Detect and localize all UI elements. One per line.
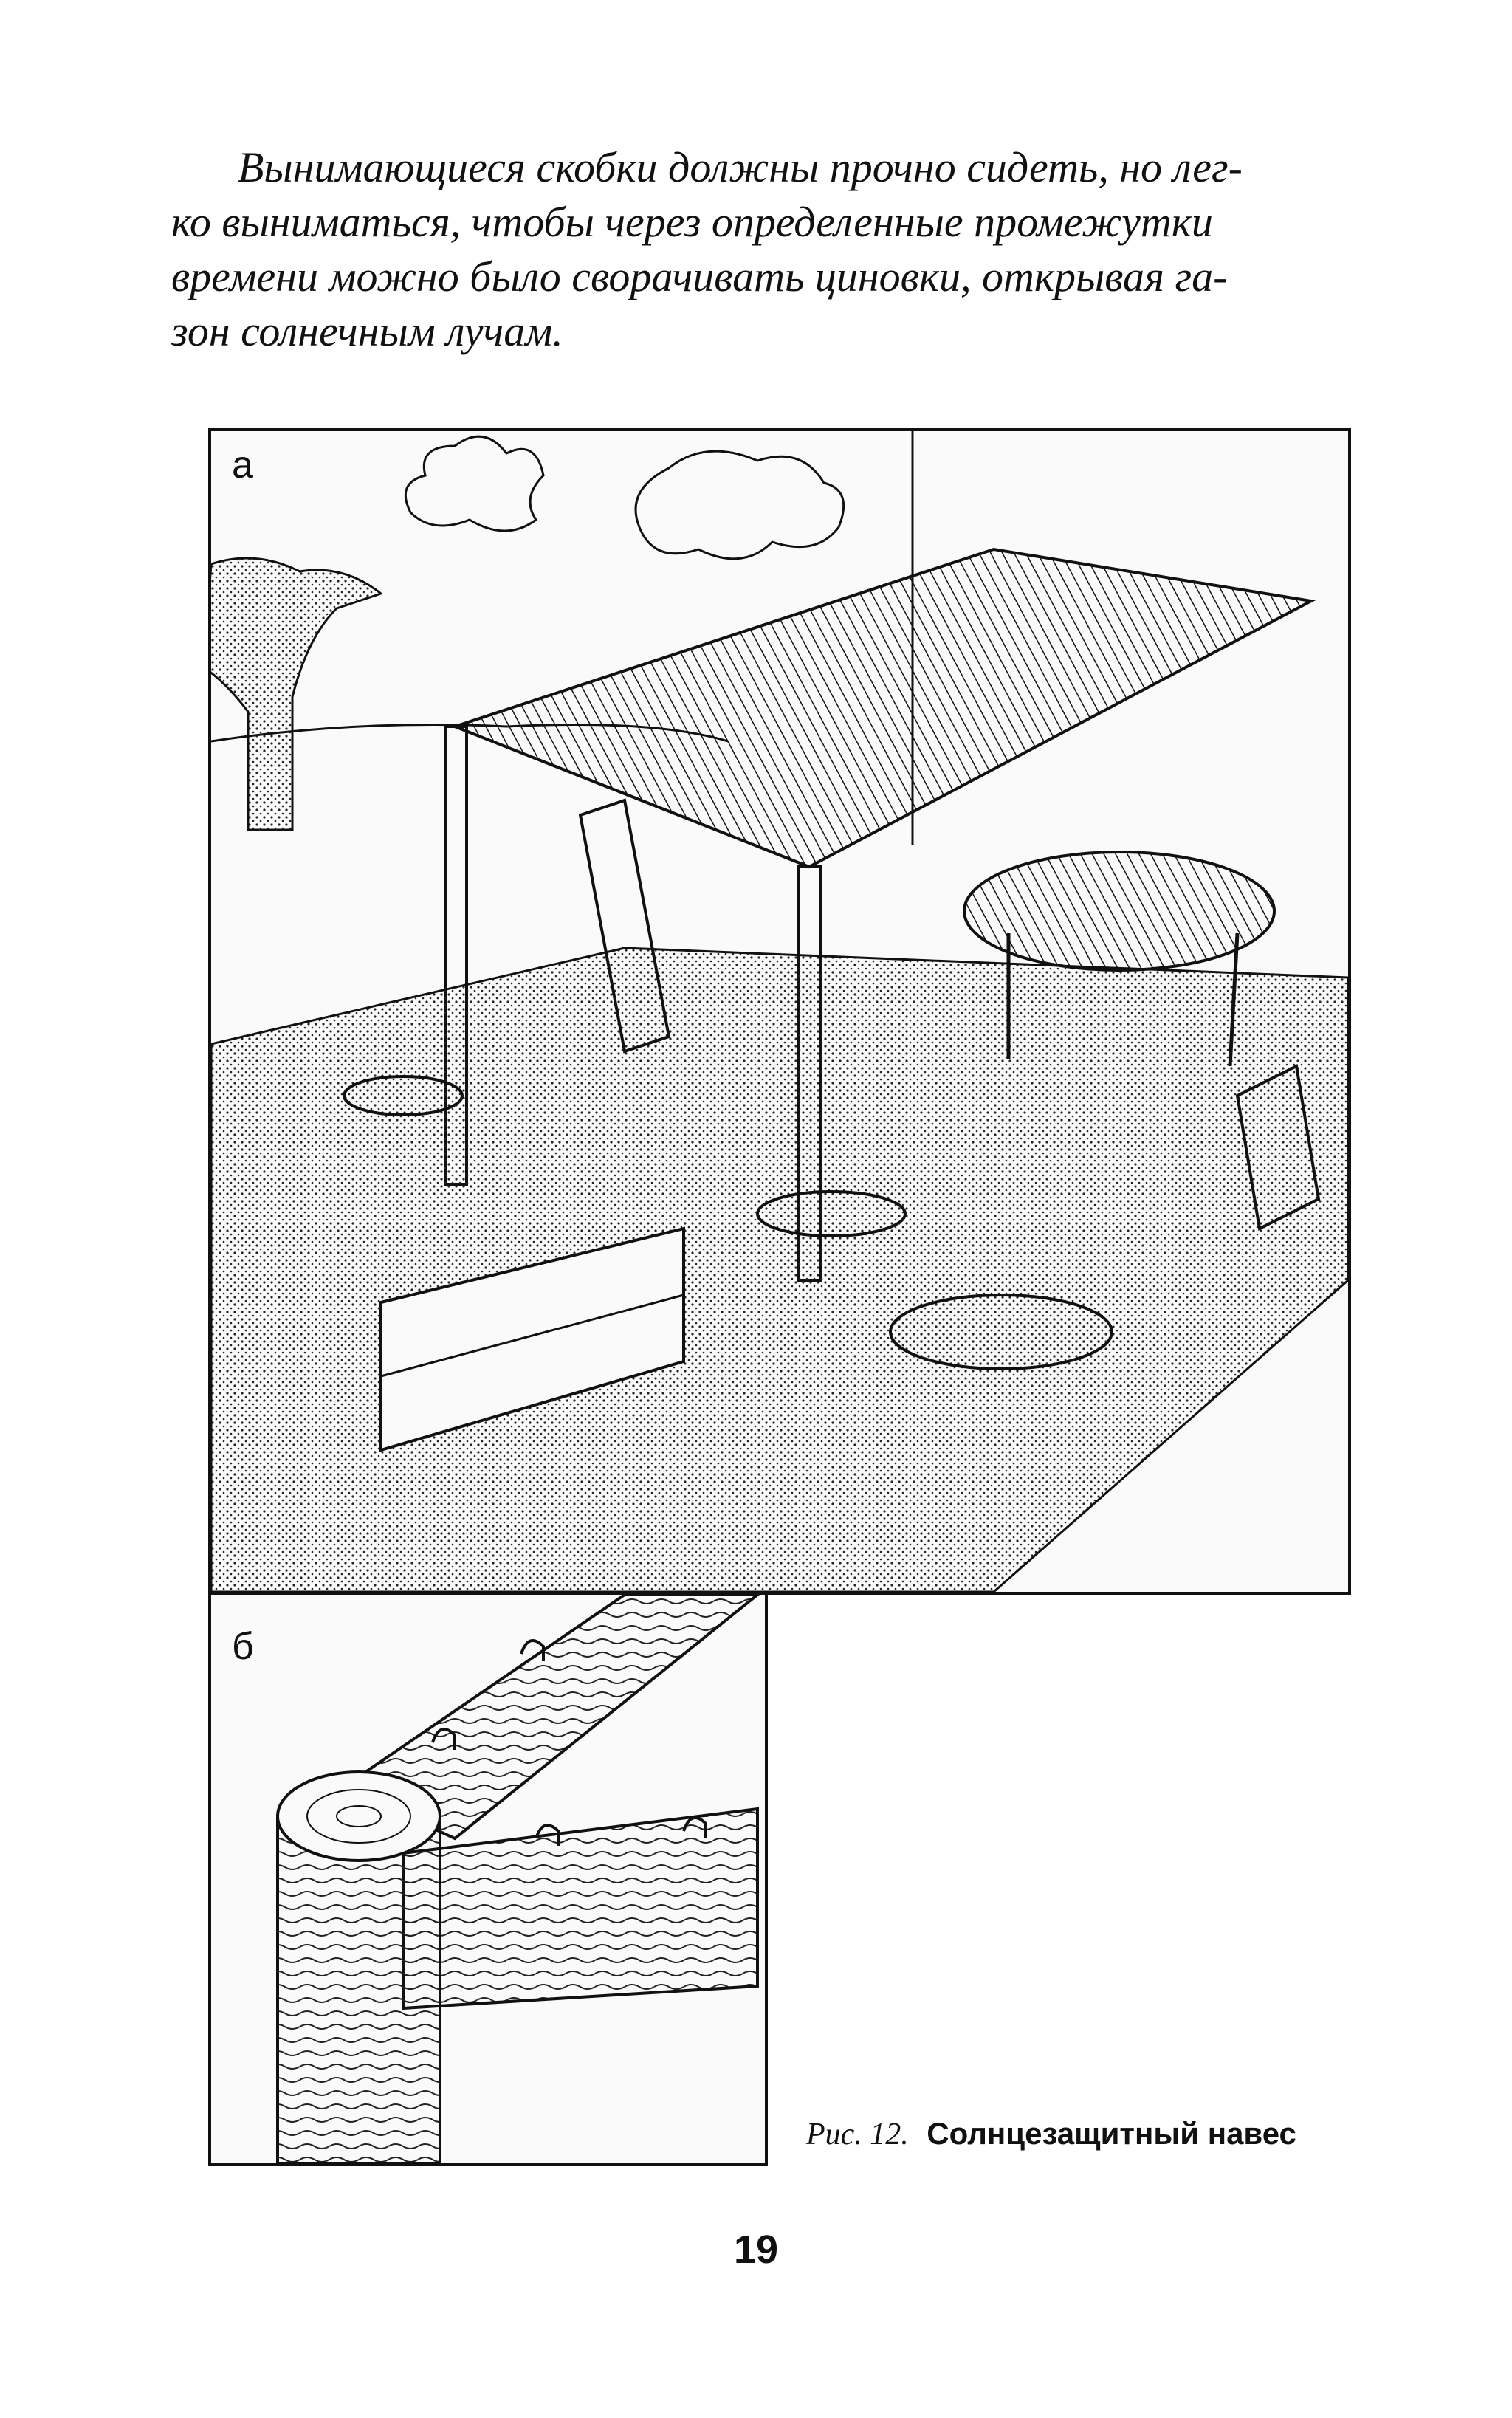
chair: [578, 798, 671, 1054]
paragraph-line: ко выниматься, чтобы через определенные …: [171, 198, 1213, 246]
page-number: 19: [733, 2228, 779, 2272]
caption-title: Солнцезащитный навес: [927, 2116, 1296, 2151]
figure-panel-b: б: [208, 1592, 768, 2166]
post-detail-illustration: [276, 1595, 760, 2163]
panel-a-label: а: [232, 444, 253, 487]
paving: [211, 947, 1348, 1592]
post-top: [276, 1770, 441, 1862]
figure-caption: Рис. 12. Солнцезащитный навес: [806, 2116, 1296, 2152]
cloud: [634, 450, 845, 560]
pergola-roof: [450, 547, 1316, 869]
removable-bracket: [682, 1816, 707, 1838]
removable-bracket: [535, 1824, 560, 1846]
chair: [1235, 1064, 1321, 1231]
caption-number: Рис. 12.: [806, 2118, 909, 2151]
pergola-illustration: [211, 431, 1348, 1592]
round-post: [276, 1815, 441, 2163]
figure-panel-a: а: [208, 428, 1351, 1595]
body-paragraph: Вынимающиеся скобки должны прочно сидеть…: [171, 140, 1382, 359]
panel-b-label: б: [232, 1625, 254, 1668]
planter: [343, 1075, 464, 1116]
removable-bracket: [431, 1728, 456, 1750]
planter: [756, 1190, 907, 1237]
cloud: [404, 435, 545, 532]
round-table: [963, 851, 1276, 972]
paragraph-line: зон солнечным лучам.: [171, 307, 563, 355]
planter: [889, 1294, 1113, 1370]
steps: [379, 1226, 685, 1452]
tree: [211, 557, 384, 831]
paragraph-line: Вынимающиеся скобки должны прочно сидеть…: [238, 143, 1243, 191]
paragraph-line: времени можно было сворачивать циновки, …: [171, 253, 1228, 300]
removable-bracket: [520, 1639, 545, 1661]
